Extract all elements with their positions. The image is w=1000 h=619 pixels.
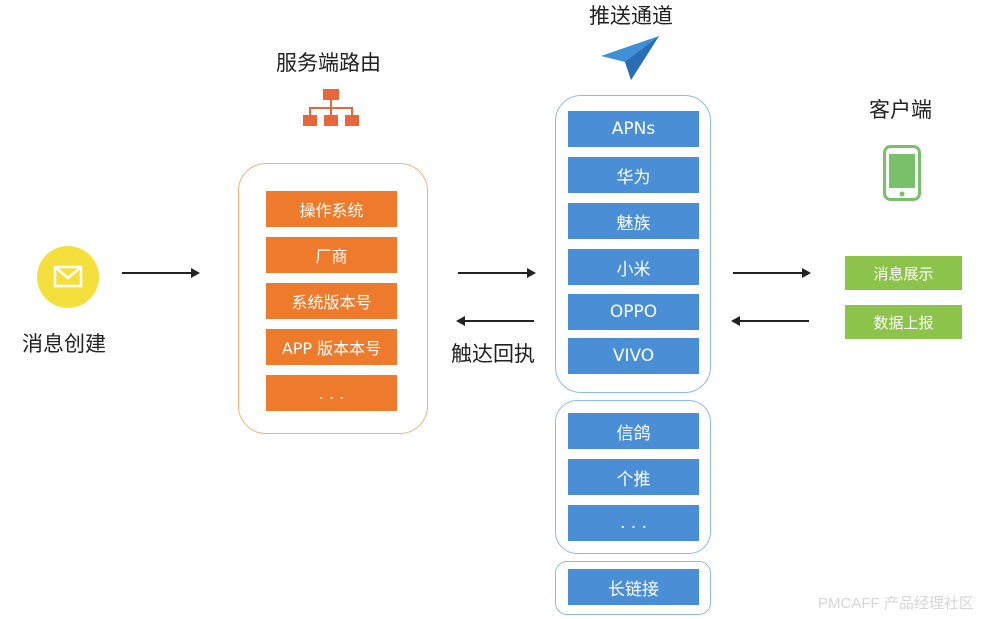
arrow-create-to-routing bbox=[122, 268, 200, 278]
channel-long-connection: 长链接 bbox=[568, 569, 699, 605]
envelope-icon bbox=[53, 265, 83, 288]
channel-huawei: 华为 bbox=[568, 157, 699, 193]
server-routing-title: 服务端路由 bbox=[276, 51, 381, 75]
network-hierarchy-icon bbox=[303, 89, 359, 126]
client-item-report: 数据上报 bbox=[845, 305, 962, 339]
message-create-label: 消息创建 bbox=[22, 332, 106, 356]
receipt-label: 触达回执 bbox=[451, 342, 535, 366]
routing-item-os-version: 系统版本号 bbox=[266, 283, 397, 319]
routing-item-vendor: 厂商 bbox=[266, 237, 397, 273]
routing-item-os: 操作系统 bbox=[266, 191, 397, 227]
channel-more: . . . bbox=[568, 505, 699, 541]
channel-getui: 个推 bbox=[568, 459, 699, 495]
arrow-channels-to-routing bbox=[456, 316, 534, 326]
arrow-routing-to-channels bbox=[458, 268, 536, 278]
channel-meizu: 魅族 bbox=[568, 203, 699, 239]
routing-item-more: . . . bbox=[266, 375, 397, 411]
push-channels-title: 推送通道 bbox=[589, 4, 673, 28]
mail-circle-icon bbox=[37, 246, 99, 308]
arrow-client-to-channels bbox=[731, 316, 809, 326]
client-item-display: 消息展示 bbox=[845, 256, 962, 290]
channel-xinge: 信鸽 bbox=[568, 413, 699, 449]
routing-item-app-version: APP 版本本号 bbox=[266, 329, 397, 365]
channel-apns: APNs bbox=[568, 111, 699, 147]
arrow-channels-to-client bbox=[733, 268, 811, 278]
channel-oppo: OPPO bbox=[568, 294, 699, 330]
client-title: 客户端 bbox=[869, 98, 932, 122]
channel-xiaomi: 小米 bbox=[568, 249, 699, 285]
smartphone-icon bbox=[883, 145, 921, 201]
channel-vivo: VIVO bbox=[568, 338, 699, 374]
watermark: PMCAFF 产品经理社区 bbox=[818, 595, 974, 612]
paper-plane-icon bbox=[601, 36, 659, 80]
